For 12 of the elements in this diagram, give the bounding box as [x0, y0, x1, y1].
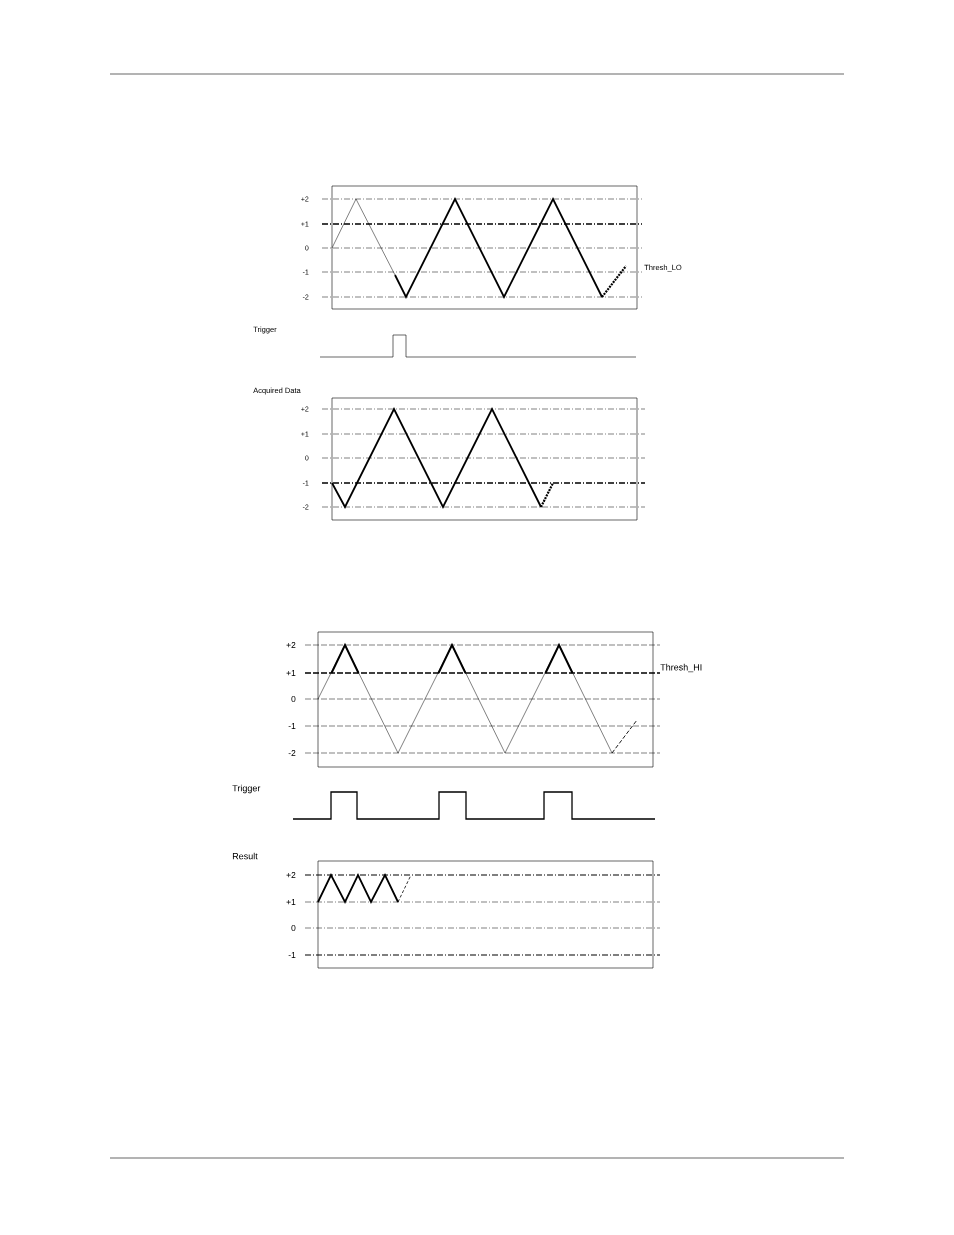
tick-label: 0: [291, 696, 296, 702]
tick-label: +2: [286, 872, 296, 878]
tick-label: -1: [288, 723, 296, 729]
tick-label: +1: [286, 899, 296, 905]
tick-label: +2: [286, 642, 296, 648]
signal-label: Trigger: [232, 784, 261, 794]
threshold-label: Thresh_HI: [660, 663, 702, 673]
tick-label: -2: [288, 750, 296, 756]
tick-label: -1: [288, 952, 296, 958]
tick-label: +1: [286, 670, 296, 676]
signal-label: Result: [232, 852, 258, 860]
tick-label: 0: [291, 925, 296, 931]
